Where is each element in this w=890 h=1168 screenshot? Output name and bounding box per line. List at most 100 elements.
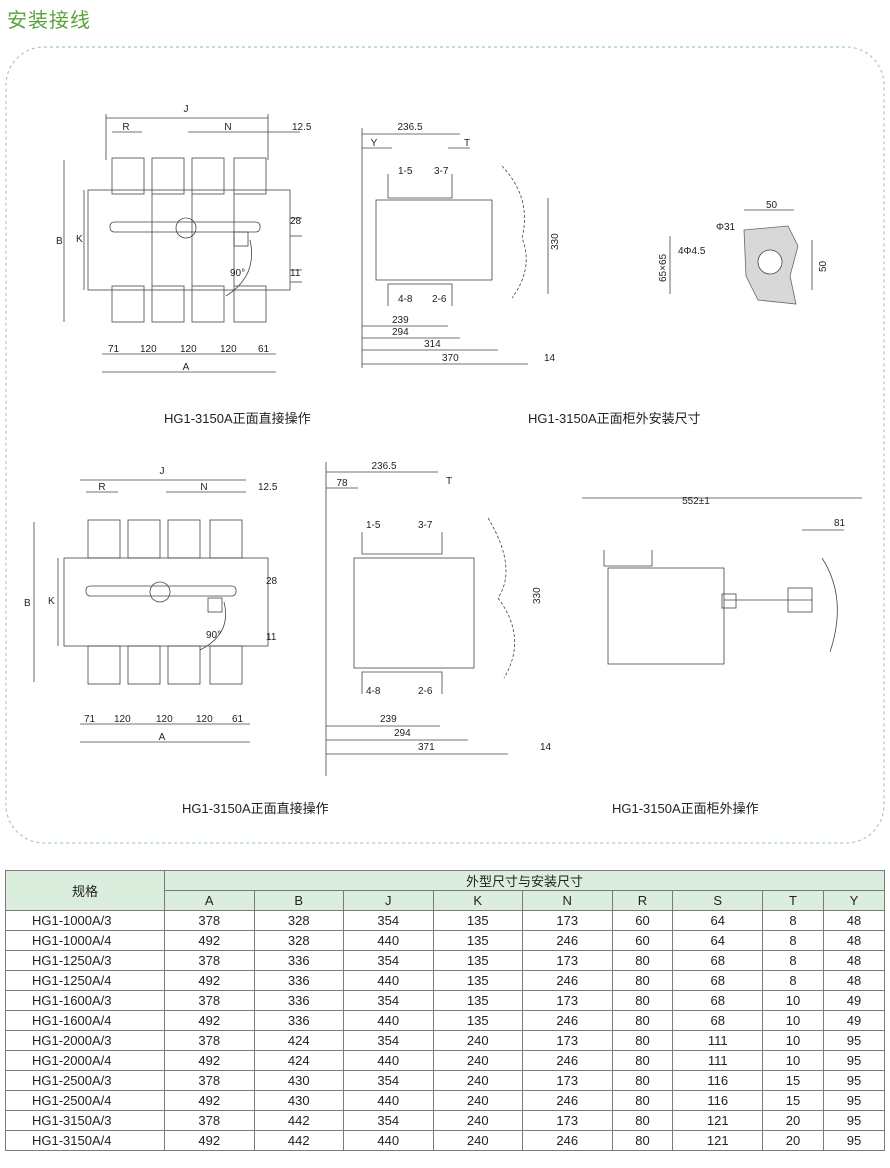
label-J-2: J bbox=[160, 466, 165, 477]
label-71-2: 71 bbox=[84, 714, 96, 725]
table-cell: 135 bbox=[432, 910, 523, 931]
table-cell: 328 bbox=[253, 930, 344, 951]
table-cell: 48 bbox=[822, 970, 886, 991]
table-cell: 440 bbox=[343, 970, 434, 991]
table-cell: 8 bbox=[761, 950, 824, 971]
label-2-6-2: 2-6 bbox=[418, 686, 433, 697]
label-370: 370 bbox=[442, 353, 459, 364]
label-4-8-2: 4-8 bbox=[366, 686, 381, 697]
table-cell-model: HG1-3150A/3 bbox=[5, 1110, 165, 1131]
table-cell: 440 bbox=[343, 1010, 434, 1031]
label-330: 330 bbox=[550, 233, 561, 250]
table-cell: 121 bbox=[672, 1110, 763, 1131]
table-cell: 173 bbox=[522, 1070, 613, 1091]
label-90deg: 90° bbox=[230, 268, 245, 279]
table-cell: 246 bbox=[522, 1050, 613, 1071]
label-120-d: 120 bbox=[114, 714, 131, 725]
label-2-6: 2-6 bbox=[432, 294, 447, 305]
table-cell: 492 bbox=[164, 1090, 255, 1111]
table-column-header: N bbox=[522, 890, 613, 911]
table-cell: 111 bbox=[672, 1030, 763, 1051]
table-cell: 80 bbox=[611, 1110, 674, 1131]
label-3-7: 3-7 bbox=[434, 166, 449, 177]
table-cell: 10 bbox=[761, 1010, 824, 1031]
label-B-2: B bbox=[24, 598, 31, 609]
table-cell: 10 bbox=[761, 1050, 824, 1071]
label-50-top: 50 bbox=[766, 200, 778, 211]
section-heading: 安装接线 bbox=[7, 10, 91, 32]
table-cell: 173 bbox=[522, 1110, 613, 1131]
label-phi31: Φ31 bbox=[716, 222, 736, 233]
label-K-2: K bbox=[48, 596, 55, 607]
table-cell: 48 bbox=[822, 930, 886, 951]
label-71: 71 bbox=[108, 344, 120, 355]
label-Y: Y bbox=[371, 138, 378, 149]
table-cell: 95 bbox=[822, 1130, 886, 1151]
table-header-group: 外型尺寸与安装尺寸 bbox=[164, 870, 885, 891]
caption-front-install: HG1-3150A正面柜外安装尺寸 bbox=[528, 411, 701, 426]
label-A-2: A bbox=[159, 732, 166, 743]
table-cell: 354 bbox=[343, 910, 434, 931]
drawing-side-view: 236.5 78 T 1-5 3-7 4-8 2-6 330 239 294 3… bbox=[325, 461, 552, 776]
label-236-5-2: 236.5 bbox=[371, 461, 396, 472]
label-314: 314 bbox=[424, 339, 441, 350]
label-T: T bbox=[464, 138, 470, 149]
table-column-header: J bbox=[343, 890, 434, 911]
table-cell: 135 bbox=[432, 1010, 523, 1031]
label-61-2: 61 bbox=[232, 714, 244, 725]
table-cell: 64 bbox=[672, 930, 763, 951]
table-cell: 8 bbox=[761, 930, 824, 951]
table-cell: 48 bbox=[822, 910, 886, 931]
table-cell: 246 bbox=[522, 1130, 613, 1151]
caption-external-operation: HG1-3150A正面柜外操作 bbox=[612, 801, 759, 816]
table-cell: 246 bbox=[522, 970, 613, 991]
table-cell-model: HG1-1600A/3 bbox=[5, 990, 165, 1011]
label-J: J bbox=[184, 104, 189, 115]
table-cell: 442 bbox=[253, 1110, 344, 1131]
drawing-front-direct-1: J R N 12.5 B K 28 11 90° 71 120 120 120 … bbox=[56, 104, 312, 373]
table-cell: 60 bbox=[611, 930, 674, 951]
table-cell: 354 bbox=[343, 990, 434, 1011]
label-65x65: 65×65 bbox=[658, 253, 669, 282]
table-column-header: R bbox=[611, 890, 674, 911]
table-cell-model: HG1-1250A/3 bbox=[5, 950, 165, 971]
label-78: 78 bbox=[336, 478, 348, 489]
table-cell: 20 bbox=[761, 1110, 824, 1131]
table-cell: 246 bbox=[522, 1010, 613, 1031]
table-header-model: 规格 bbox=[5, 870, 165, 911]
table-cell: 135 bbox=[432, 990, 523, 1011]
table-cell: 80 bbox=[611, 950, 674, 971]
table-cell: 48 bbox=[822, 950, 886, 971]
label-14: 14 bbox=[544, 353, 556, 364]
table-cell: 440 bbox=[343, 930, 434, 951]
table-cell: 240 bbox=[432, 1110, 523, 1131]
table-cell: 336 bbox=[253, 1010, 344, 1031]
drawing-front-direct-2: J R N 12.5 B K 28 11 90° 71 120 120 120 … bbox=[24, 466, 278, 743]
table-column-header: S bbox=[672, 890, 763, 911]
table-cell: 378 bbox=[164, 910, 255, 931]
table-cell-model: HG1-2000A/4 bbox=[5, 1050, 165, 1071]
table-cell: 49 bbox=[822, 1010, 886, 1031]
label-120-b: 120 bbox=[180, 344, 197, 355]
label-4-8: 4-8 bbox=[398, 294, 413, 305]
table-cell: 68 bbox=[672, 1010, 763, 1031]
table-cell: 354 bbox=[343, 950, 434, 971]
label-B: B bbox=[56, 236, 63, 247]
table-cell: 64 bbox=[672, 910, 763, 931]
table-cell: 116 bbox=[672, 1070, 763, 1091]
table-cell: 135 bbox=[432, 950, 523, 971]
table-cell: 430 bbox=[253, 1070, 344, 1091]
table-cell: 440 bbox=[343, 1090, 434, 1111]
table-cell: 95 bbox=[822, 1030, 886, 1051]
table-cell: 95 bbox=[822, 1110, 886, 1131]
table-cell: 492 bbox=[164, 1010, 255, 1031]
